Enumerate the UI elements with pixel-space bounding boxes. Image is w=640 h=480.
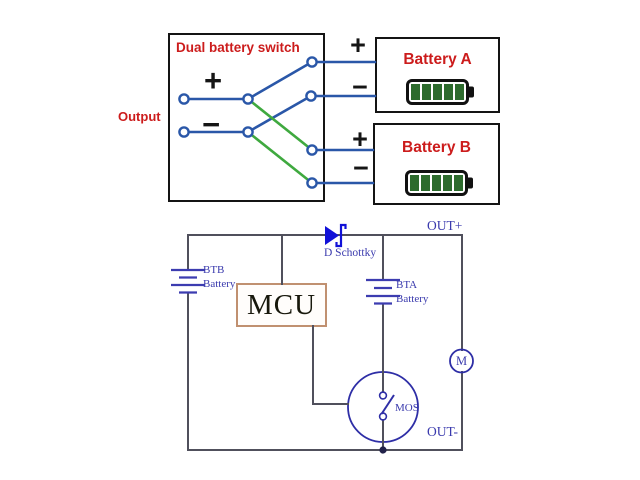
battery-segment [410, 175, 419, 191]
battery-b-label: Battery B [402, 139, 471, 156]
switch-blades-active [250, 63, 310, 131]
battery-segment [421, 175, 430, 191]
output-label: Output [118, 109, 161, 124]
battery-a-label: Battery A [403, 51, 472, 68]
battery-b-box: Battery B [373, 123, 500, 205]
junction-dot [379, 446, 387, 454]
battery-terminal-wires [314, 60, 377, 185]
battery-b-minus-sign: − [353, 152, 369, 183]
mcu-label: MCU [246, 288, 317, 321]
mos-label: MOS [395, 402, 419, 414]
mcu-box: MCU [236, 283, 327, 327]
bta-battery-name: BTA [396, 279, 418, 291]
battery-segment [455, 84, 464, 100]
btb-battery-symbol [171, 268, 205, 294]
schottky-diode-icon [325, 223, 347, 248]
output-plus-sign: + [203, 63, 223, 98]
bta-battery-symbol [366, 278, 400, 305]
battery-segment [444, 84, 453, 100]
out-minus-label: OUT- [427, 424, 459, 439]
lower-circuit-wires [187, 234, 463, 451]
mos-switch-contacts [378, 391, 395, 421]
switch-box-title: Dual battery switch [176, 40, 300, 55]
battery-a-level-icon [406, 79, 469, 105]
battery-b-plus-sign: + [352, 123, 368, 154]
battery-segment [411, 84, 420, 100]
battery-segment [433, 84, 442, 100]
out-plus-label: OUT+ [427, 218, 463, 233]
output-wires [188, 97, 245, 134]
motor-label: M [455, 354, 468, 368]
btb-battery-type: Battery [203, 278, 236, 290]
output-minus-sign: − [201, 107, 221, 142]
motor-circle [449, 348, 474, 374]
battery-a-box: Battery A [375, 37, 500, 113]
battery-segment [454, 175, 463, 191]
battery-b-level-icon [405, 170, 468, 196]
switch-terminal-circles [178, 56, 318, 189]
bta-battery-type: Battery [396, 293, 429, 305]
battery-segment [422, 84, 431, 100]
schottky-diode-label: D Schottky [324, 247, 377, 259]
battery-segment [443, 175, 452, 191]
battery-a-plus-sign: + [350, 29, 366, 60]
switch-blades-inactive [250, 100, 310, 182]
battery-segment [432, 175, 441, 191]
battery-a-minus-sign: − [352, 71, 368, 102]
btb-battery-name: BTB [203, 264, 225, 276]
